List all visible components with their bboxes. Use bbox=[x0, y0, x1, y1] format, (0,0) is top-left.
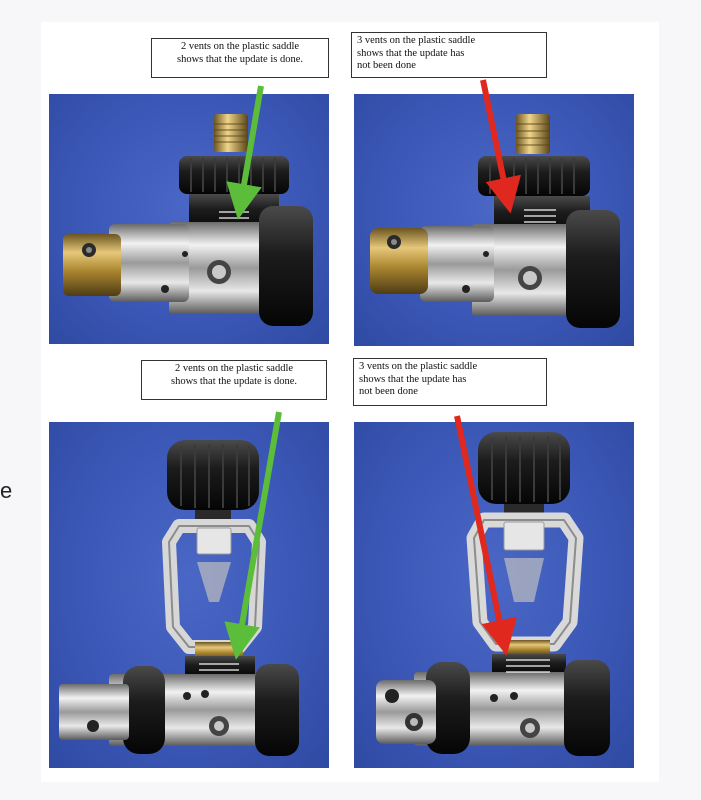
page-edge-fragment: e bbox=[0, 478, 13, 503]
red-arrow-bottom bbox=[454, 415, 517, 656]
caption-top-right: 3 vents on the plastic saddle shows that… bbox=[351, 32, 547, 78]
red-arrow-top bbox=[480, 79, 521, 214]
caption-bottom-right: 3 vents on the plastic saddle shows that… bbox=[353, 358, 547, 406]
green-arrow-top bbox=[226, 85, 264, 220]
green-arrow-bottom bbox=[224, 411, 282, 660]
regulator-din-yoke-image bbox=[376, 432, 610, 756]
comparison-sheet: 2 vents on the plastic saddle shows that… bbox=[41, 22, 659, 782]
caption-top-left: 2 vents on the plastic saddle shows that… bbox=[151, 38, 329, 78]
photo-bottom-left-regulator bbox=[49, 422, 329, 768]
arrows-overlay bbox=[224, 79, 521, 660]
regulator-side-view-image bbox=[370, 114, 620, 328]
caption-bottom-left: 2 vents on the plastic saddle shows that… bbox=[141, 360, 327, 400]
